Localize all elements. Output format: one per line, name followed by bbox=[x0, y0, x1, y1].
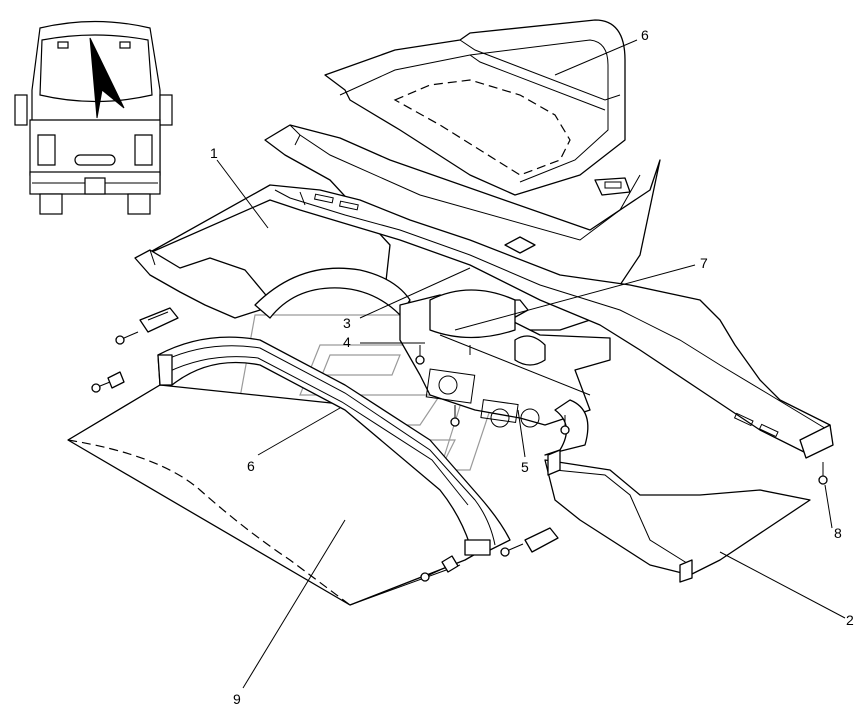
callout-5: 5 bbox=[521, 459, 529, 475]
screw-icon bbox=[818, 462, 828, 485]
leader-lines bbox=[216, 39, 846, 689]
callout-8: 8 bbox=[834, 525, 842, 541]
screw-icon bbox=[415, 345, 425, 365]
clip-icon bbox=[441, 555, 459, 573]
screw-icon bbox=[115, 331, 139, 345]
left-arch-housing bbox=[134, 249, 411, 319]
callout-4: 4 bbox=[343, 334, 351, 350]
callout-9: 9 bbox=[233, 691, 241, 707]
callout-6-lower: 6 bbox=[247, 458, 255, 474]
location-arrow-icon bbox=[89, 37, 125, 119]
part-6-lower-arch bbox=[157, 336, 511, 556]
bus-rear-locator-icon bbox=[2, 2, 182, 230]
callout-7: 7 bbox=[700, 255, 708, 271]
screw-icon bbox=[560, 415, 570, 435]
part-6-upper bbox=[324, 19, 626, 196]
screw-icon bbox=[500, 543, 524, 557]
callout-6-top: 6 bbox=[641, 27, 649, 43]
clip-icon bbox=[524, 527, 559, 553]
callout-labels: 6 1 7 3 4 6 5 8 2 9 bbox=[210, 27, 854, 707]
fasteners bbox=[91, 307, 828, 582]
screw-icon bbox=[91, 381, 111, 393]
callout-2: 2 bbox=[846, 612, 854, 628]
part-1-rail bbox=[144, 184, 834, 459]
center-frame bbox=[399, 289, 611, 428]
screw-icon bbox=[450, 405, 460, 427]
clip-icon bbox=[107, 371, 125, 389]
callout-1: 1 bbox=[210, 145, 218, 161]
screw-icon bbox=[420, 569, 441, 582]
callout-3: 3 bbox=[343, 315, 351, 331]
clip-icon bbox=[139, 307, 179, 333]
